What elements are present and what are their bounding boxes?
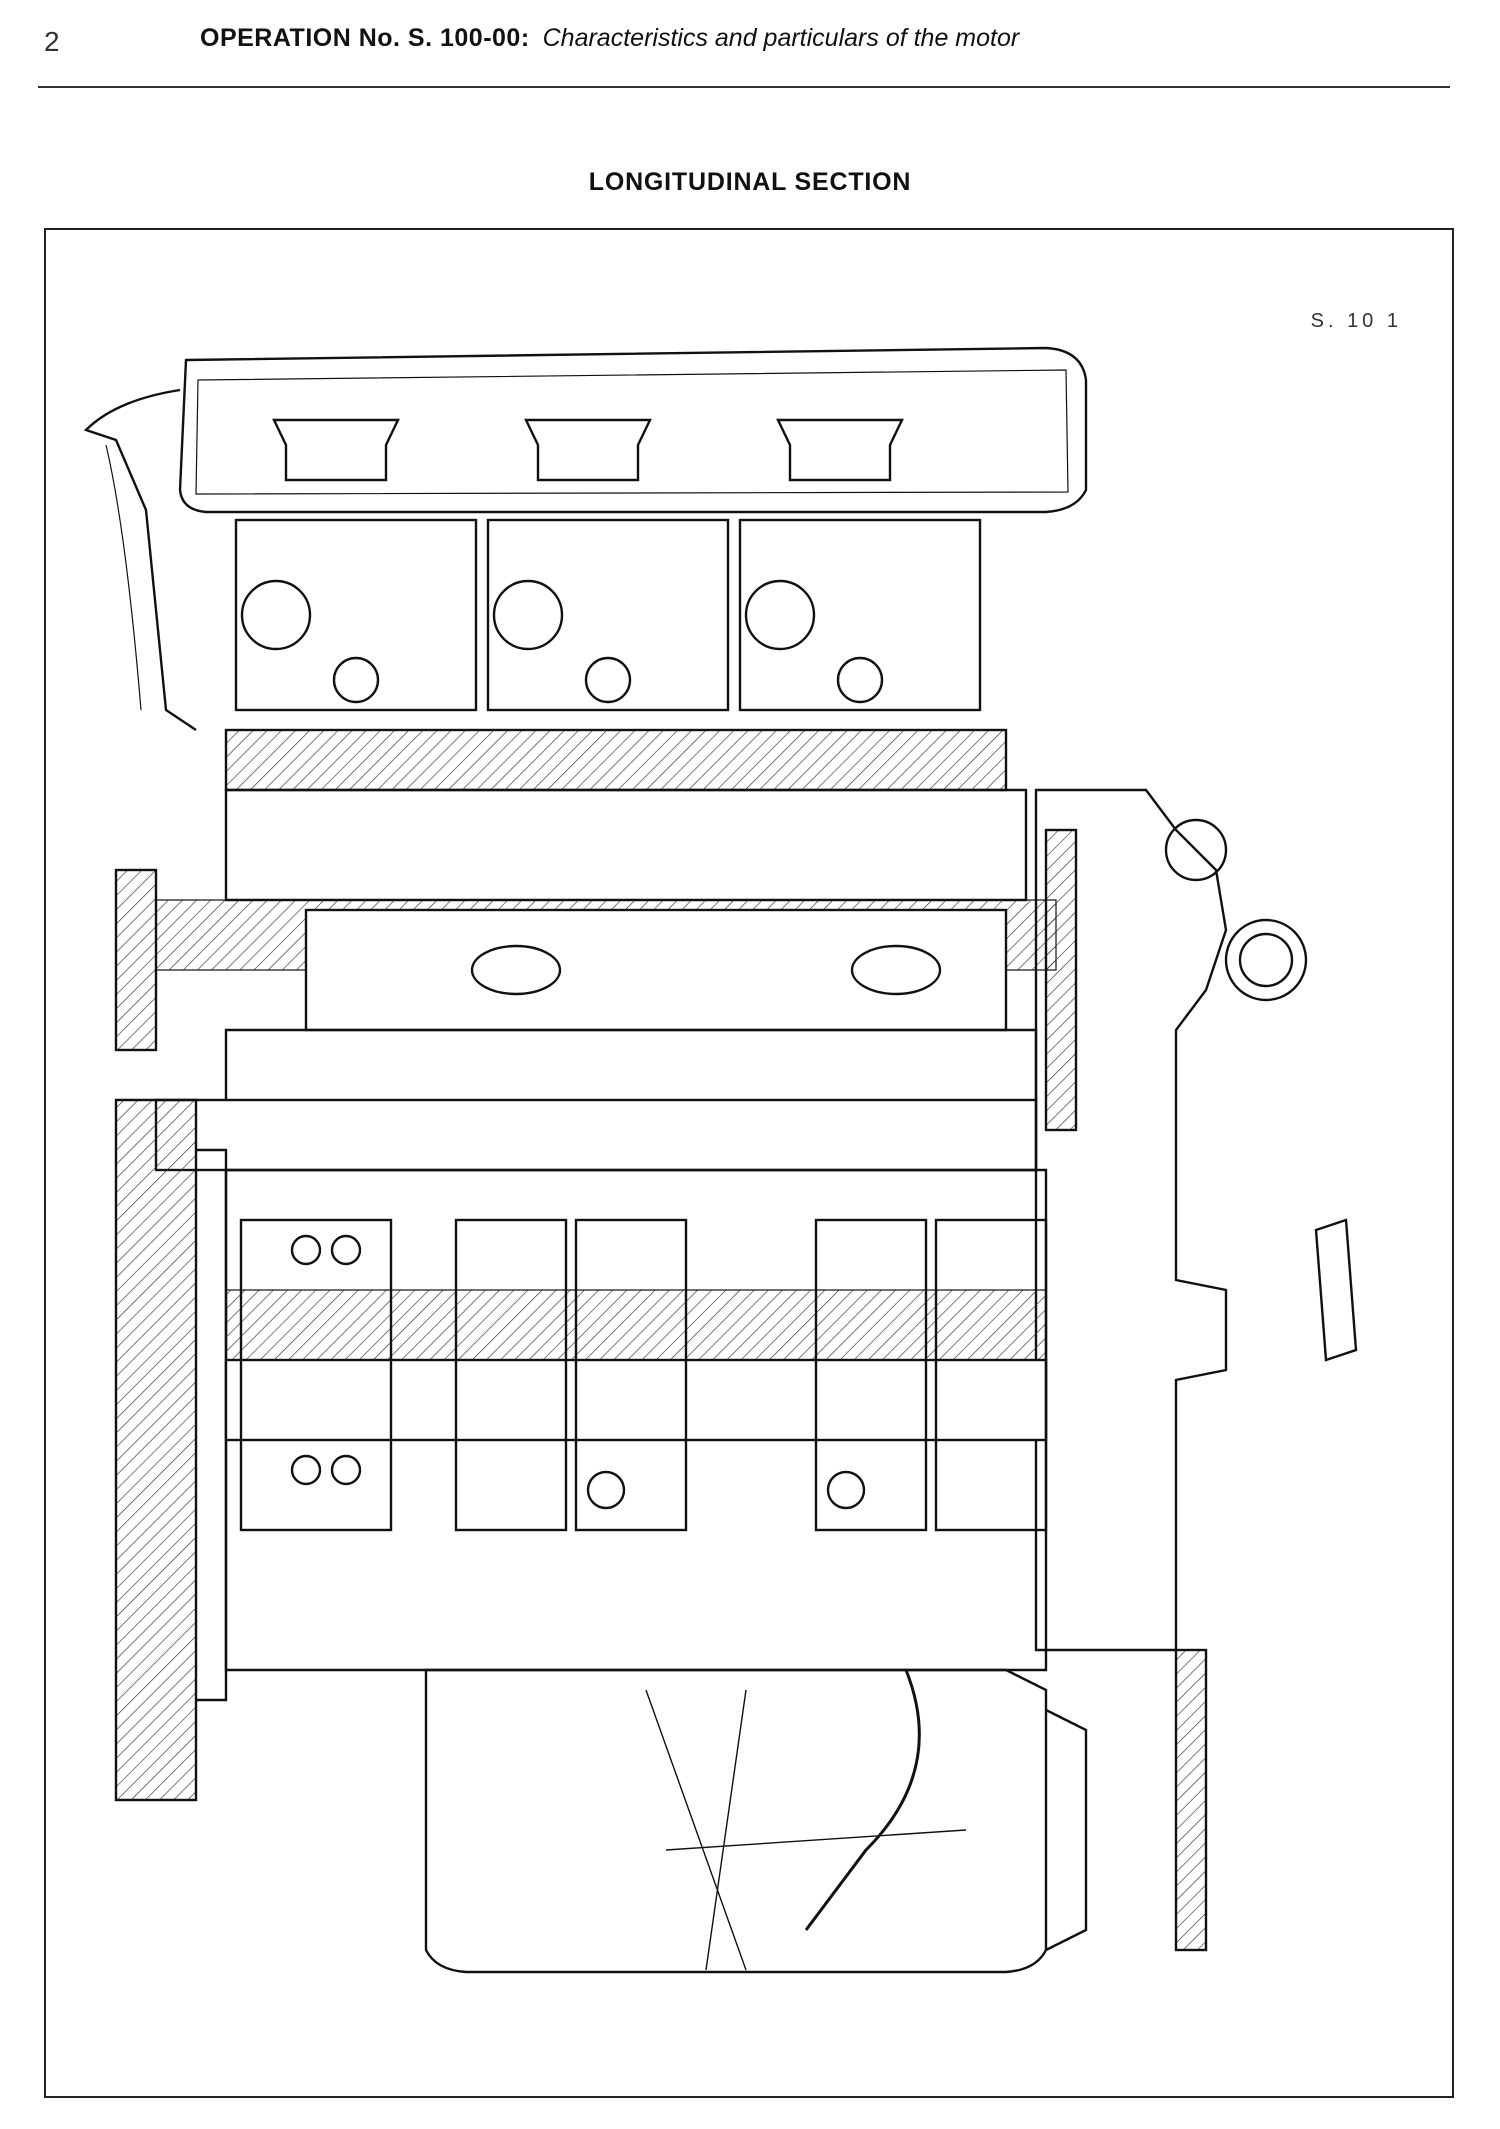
engine-longitudinal-section-drawing (83, 346, 1358, 1974)
figure-frame: S. 10 1 (44, 228, 1454, 2098)
oil-filler (1314, 1218, 1358, 1362)
cylinder-head (224, 788, 1028, 902)
crankcase (224, 1168, 1048, 1672)
camshaft (114, 868, 1057, 1052)
intake-trumpets (272, 418, 904, 482)
section-title: LONGITUDINAL SECTION (588, 168, 912, 196)
figure-reference: S. 10 1 (1310, 310, 1402, 332)
oil-sump (424, 1668, 1048, 1974)
air-filter-housing (178, 346, 1088, 514)
operation-subject: Characteristics and particulars of the m… (542, 24, 1020, 52)
running-header: OPERATION No. S. 100-00: Characteristics… (200, 24, 1019, 53)
intake-manifold (224, 728, 1008, 792)
operation-number: OPERATION No. S. 100-00: (200, 24, 530, 52)
header-rule (38, 86, 1450, 88)
flywheel (114, 1098, 198, 1802)
crankshaft (224, 1218, 1048, 1532)
carburettors (234, 518, 982, 712)
page-number: 2 (44, 26, 60, 57)
timing-housing (1034, 788, 1308, 1652)
